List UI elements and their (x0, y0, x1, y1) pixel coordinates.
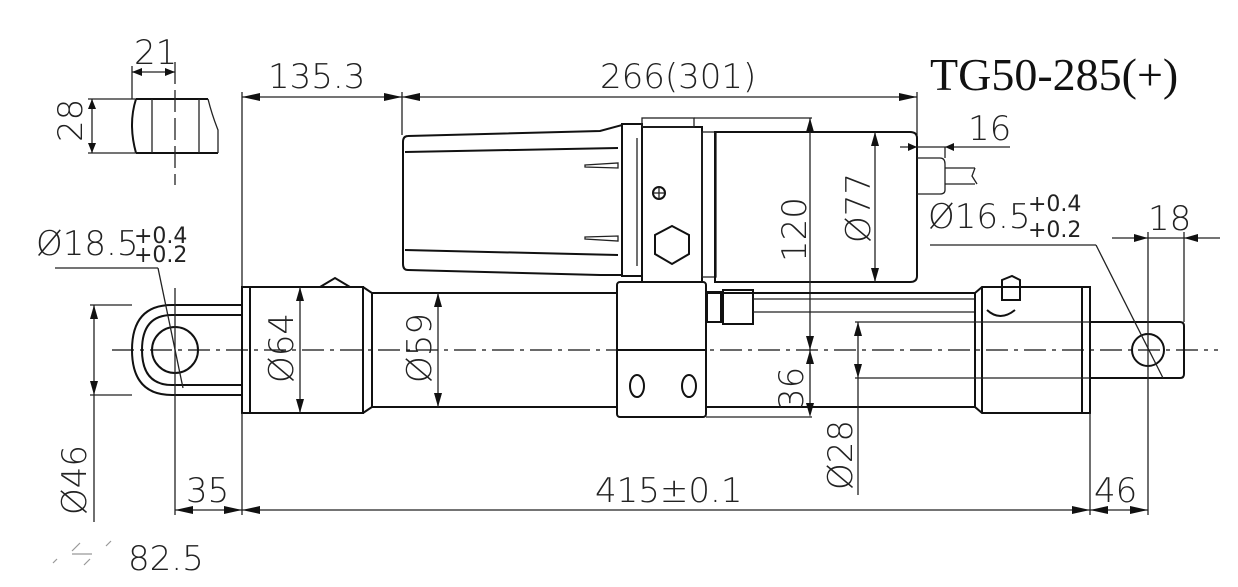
dim-rod-diameter: Ø28 (821, 420, 861, 490)
actuator-body (130, 274, 1185, 515)
eye-detail-view: 21 28 (51, 33, 219, 185)
dim-rod-extension: 46 (1094, 471, 1137, 511)
tol-front-upper: +0.4 (1028, 192, 1081, 217)
dim-motor-diameter: Ø77 (839, 173, 879, 243)
motor-assembly: 16 120 Ø77 (402, 109, 1011, 410)
faded-symbol-icon (52, 540, 112, 566)
tol-front-lower: +0.2 (1028, 218, 1081, 243)
top-dimensions: 135.3 266(301) (241, 57, 918, 290)
dim-installed-length: 415±0.1 (595, 471, 742, 511)
dim-housing-diameter: Ø64 (262, 313, 302, 383)
dim-eye-width: 21 (134, 33, 177, 73)
dim-pin-hole-rear: Ø18.5 (36, 224, 138, 264)
stroke-note: 82.5 (128, 539, 204, 579)
dim-rod-end-length: 18 (1148, 199, 1191, 239)
dim-pin-hole-front: Ø16.5 (928, 197, 1030, 237)
bottom-dimensions: 35 415±0.1 46 82.5 (52, 413, 1148, 579)
dim-motor-length: 266(301) (600, 57, 756, 97)
dim-eye-height: 28 (51, 99, 91, 142)
tol-rear-upper: +0.4 (134, 224, 187, 249)
dim-tube-diameter: Ø59 (400, 313, 440, 383)
dim-center-offset: 36 (772, 367, 812, 410)
tol-rear-lower: +0.2 (134, 243, 187, 268)
body-dimensions: Ø64 Ø59 36 Ø28 Ø46 Ø18.5 +0.4 +0.2 Ø16 (36, 192, 1220, 522)
dim-motor-height: 120 (775, 197, 815, 262)
dim-cable-offset: 16 (968, 109, 1011, 149)
model-title: TG50-285(+) (930, 49, 1178, 100)
dim-rear-to-motor: 135.3 (268, 57, 365, 97)
dim-eye-diameter: Ø46 (55, 445, 95, 515)
dim-rear-eye-length: 35 (186, 471, 229, 511)
